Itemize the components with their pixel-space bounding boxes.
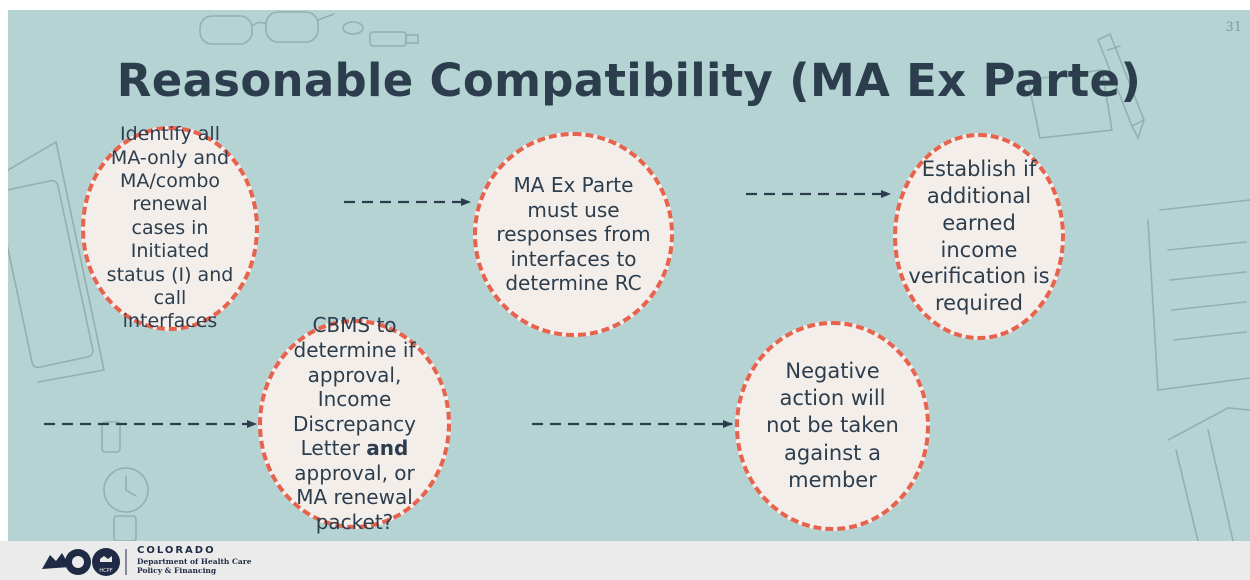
flow-arrows: [44, 190, 891, 428]
notebook-icon: [1147, 199, 1250, 391]
step-2-text: MA Ex Parte must use responses from inte…: [496, 173, 651, 296]
logo-badge-text: HCPF: [99, 568, 112, 574]
step-1-text: Identify all MA-only and MA/combo renewa…: [106, 123, 234, 333]
logo-department-line2: Policy & Financing: [137, 566, 217, 575]
background-illustration: [8, 11, 1250, 541]
logo-department: Department of Health Care: [137, 557, 252, 566]
step-3-text: Establish if additional earned income ve…: [908, 156, 1050, 316]
glasses-icon: [199, 11, 335, 45]
step-5-bubble: Negative action will not be taken agains…: [735, 321, 930, 531]
step-4-emphasis: and: [366, 436, 409, 461]
book-icon: [1167, 407, 1250, 541]
step-4-bubble: CBMS to determine if approval, Income Di…: [258, 313, 451, 534]
step-1-bubble: Identify all MA-only and MA/combo renewa…: [81, 123, 259, 333]
step-3-bubble: Establish if additional earned income ve…: [893, 133, 1065, 340]
logo-state-name: COLORADO: [137, 545, 216, 556]
watch-icon: [101, 421, 149, 541]
slide-title: Reasonable Compatibility (MA Ex Parte): [116, 54, 1142, 107]
step-5-text: Negative action will not be taken agains…: [766, 358, 899, 492]
slide: 31 Reasonable Compatibility (MA Ex Parte…: [8, 10, 1250, 541]
page-number: 31: [1225, 20, 1242, 35]
step-4-text: CBMS to determine if approval, Income Di…: [293, 313, 416, 535]
note-paper-icon: [1027, 69, 1113, 139]
usb-drive-icon: [342, 21, 419, 47]
pen-icon: [1096, 32, 1146, 141]
colorado-hcpf-logo: HCPF: [42, 548, 127, 576]
colorado-c-mark-icon: [42, 553, 70, 569]
tablet-icon: [8, 140, 105, 383]
footer-bar: HCPF COLORADO Department of Health Care …: [0, 541, 1250, 580]
logo-text: COLORADO Department of Health Care Polic…: [137, 545, 252, 575]
step-2-bubble: MA Ex Parte must use responses from inte…: [473, 132, 674, 337]
